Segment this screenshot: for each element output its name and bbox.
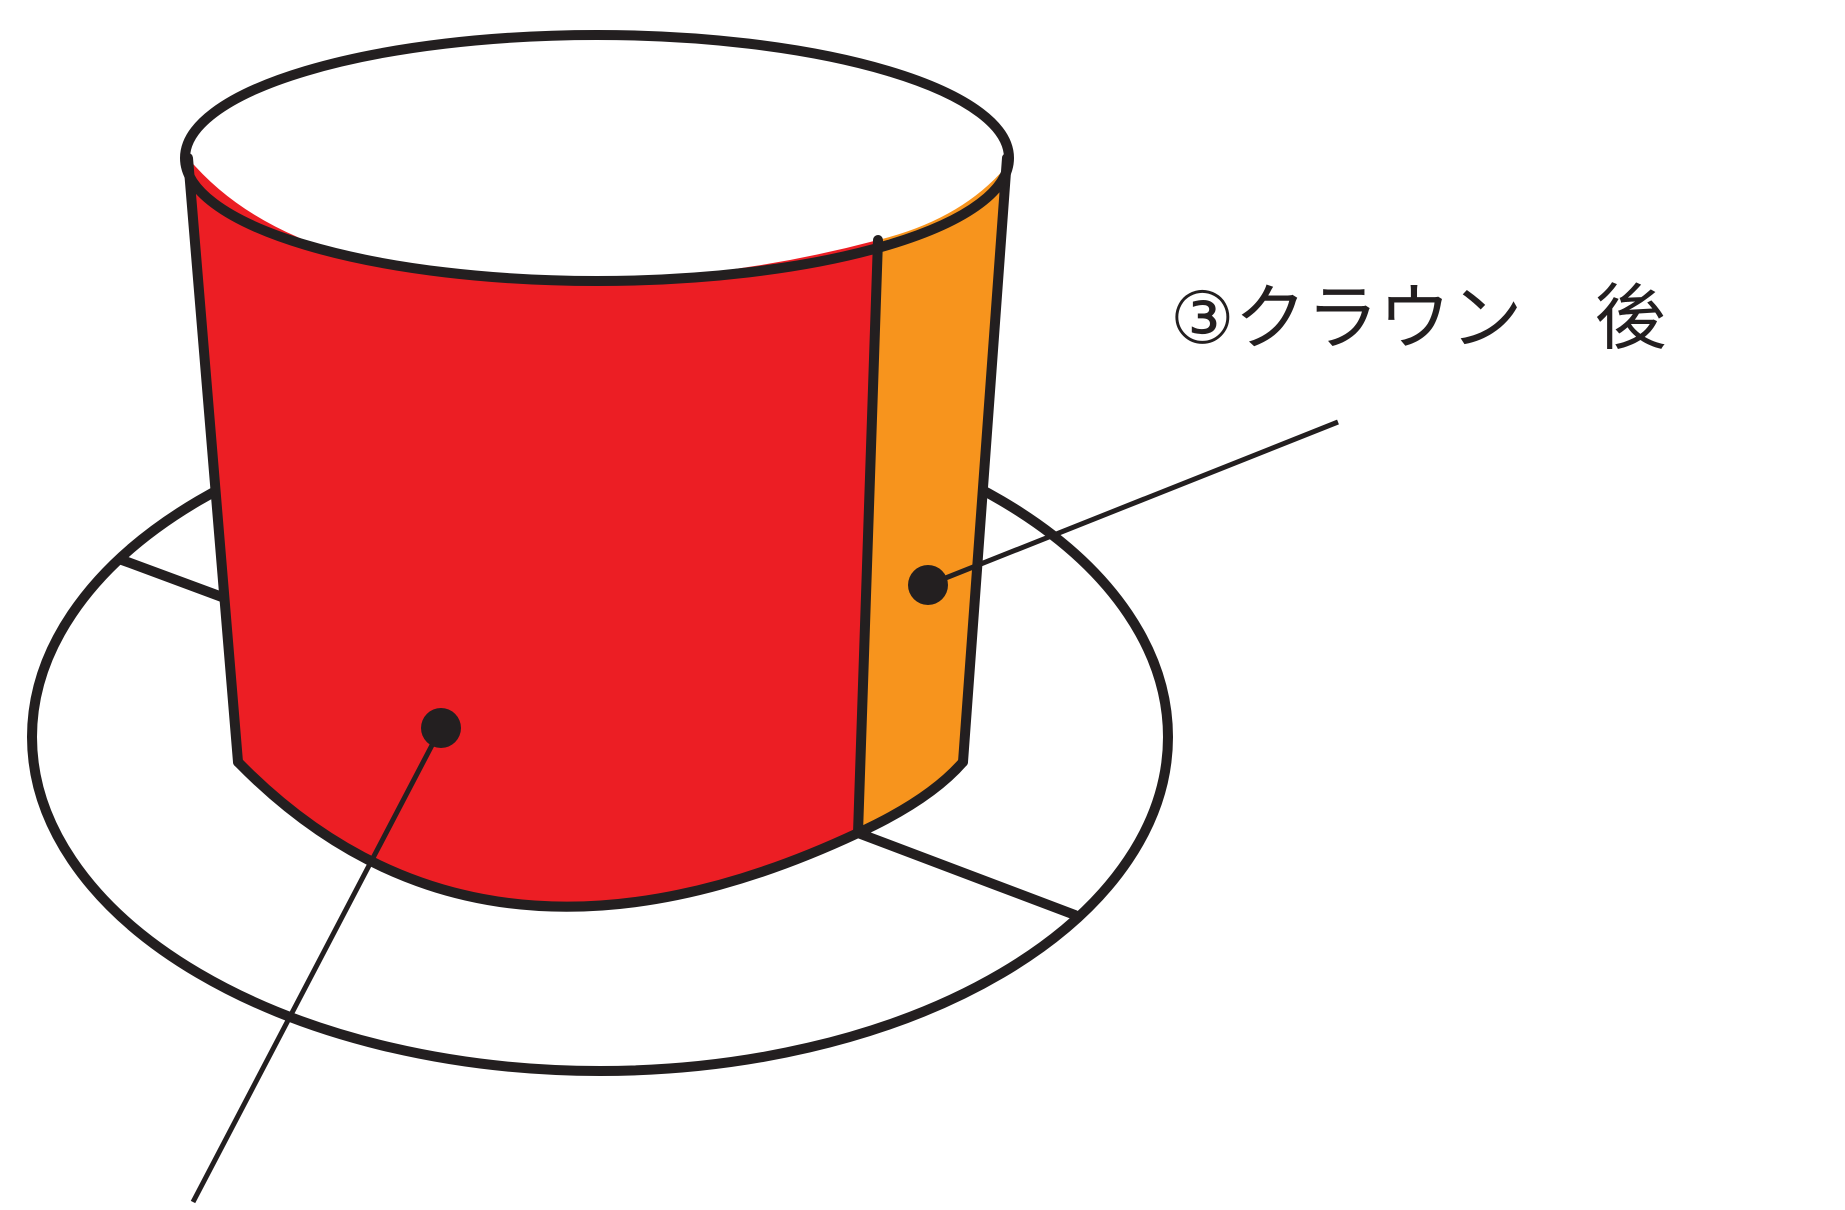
brim-seam-right (858, 833, 1075, 915)
label-crown-back: ③クラウン 後 (1170, 276, 1667, 360)
marker-crown-back (908, 565, 948, 605)
crown-top-outline (185, 35, 1009, 281)
brim-seam-left (122, 560, 222, 597)
marker-crown-front (421, 708, 461, 748)
